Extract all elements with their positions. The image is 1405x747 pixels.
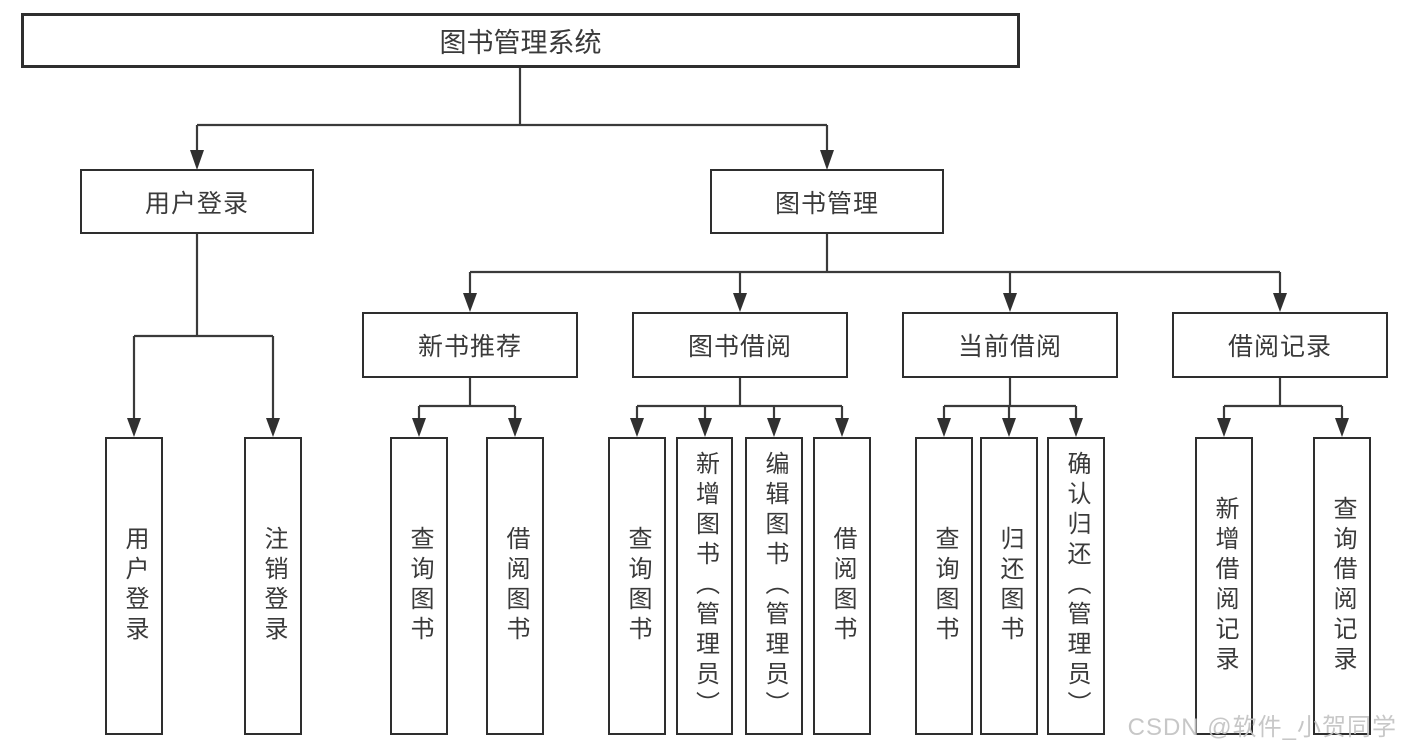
leaf-current-return-books: 归还图书 — [980, 437, 1038, 735]
leaf-newbook-borrow-books: 借阅图书 — [486, 437, 544, 735]
leaf-user-login: 用户登录 — [105, 437, 163, 735]
node-current-borrowing: 当前借阅 — [902, 312, 1118, 378]
leaf-records-add-record: 新增借阅记录 — [1195, 437, 1253, 735]
leaf-current-query-books: 查询图书 — [915, 437, 973, 735]
leaf-borrow-query-books: 查询图书 — [608, 437, 666, 735]
node-user-login: 用户登录 — [80, 169, 314, 234]
node-label: 借阅记录 — [1227, 333, 1332, 361]
leaf-records-query-record: 查询借阅记录 — [1313, 437, 1371, 735]
node-label: 当前借阅 — [957, 333, 1062, 361]
node-label: 图书管理系统 — [439, 28, 602, 58]
leaf-label: 注销登录 — [260, 526, 287, 646]
leaf-borrow-borrow-books: 借阅图书 — [813, 437, 871, 735]
leaf-label: 归还图书 — [996, 526, 1023, 646]
node-new-book-recommend: 新书推荐 — [362, 312, 578, 378]
arrowhead-icons — [127, 150, 1349, 437]
leaf-label: 确认归还（管理员） — [1063, 451, 1090, 721]
leaf-label: 用户登录 — [121, 526, 148, 646]
leaf-label: 查询图书 — [406, 526, 433, 646]
node-book-borrowing: 图书借阅 — [632, 312, 848, 378]
leaf-label: 查询图书 — [931, 526, 958, 646]
leaf-borrow-edit-books-admin: 编辑图书（管理员） — [745, 437, 803, 735]
node-label: 图书管理 — [774, 189, 879, 218]
leaf-label: 借阅图书 — [829, 526, 856, 646]
leaf-borrow-add-books-admin: 新增图书（管理员） — [676, 437, 733, 735]
leaf-label: 编辑图书（管理员） — [761, 451, 788, 721]
leaf-logout: 注销登录 — [244, 437, 302, 735]
node-label: 用户登录 — [144, 189, 249, 218]
node-book-management: 图书管理 — [710, 169, 944, 234]
leaf-current-confirm-return-admin: 确认归还（管理员） — [1047, 437, 1105, 735]
leaf-newbook-query-books: 查询图书 — [390, 437, 448, 735]
node-label: 新书推荐 — [417, 333, 522, 361]
leaf-label: 新增图书（管理员） — [691, 451, 719, 721]
branch-lines — [132, 68, 1344, 421]
node-library-management-system: 图书管理系统 — [21, 13, 1020, 68]
leaf-label: 借阅图书 — [502, 526, 529, 646]
leaf-label: 查询借阅记录 — [1329, 496, 1356, 676]
node-label: 图书借阅 — [687, 333, 792, 361]
node-borrowing-records: 借阅记录 — [1172, 312, 1388, 378]
leaf-label: 新增借阅记录 — [1211, 496, 1238, 676]
leaf-label: 查询图书 — [624, 526, 651, 646]
